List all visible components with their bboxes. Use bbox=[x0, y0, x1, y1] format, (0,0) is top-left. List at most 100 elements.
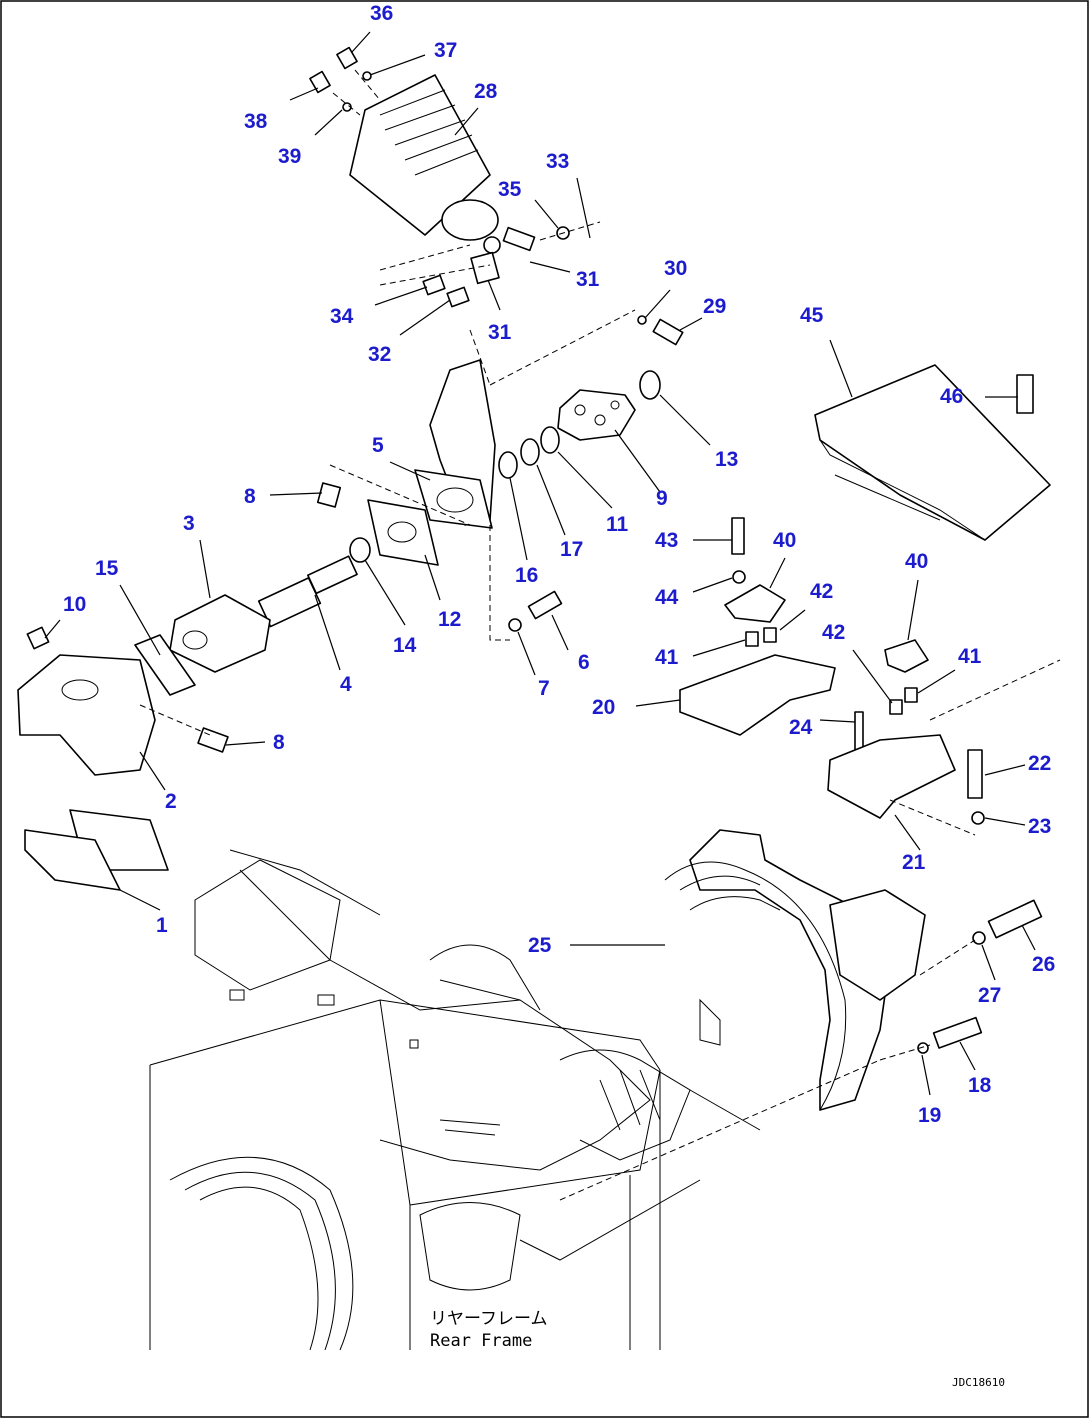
assembly-lines bbox=[139, 309, 1061, 1201]
bolt-26 bbox=[987, 899, 1043, 939]
bracket-ring-25 bbox=[664, 829, 926, 1111]
washer-23 bbox=[971, 811, 985, 825]
leader-lines bbox=[44, 31, 1036, 1096]
callout-22: 22 bbox=[1028, 752, 1051, 775]
callout-10: 10 bbox=[63, 593, 86, 616]
washer-27 bbox=[972, 931, 986, 945]
bolts-32-34 bbox=[379, 244, 491, 308]
callout-33: 33 bbox=[546, 150, 569, 173]
fitting-29-30 bbox=[637, 315, 684, 346]
bolt-43 bbox=[731, 517, 745, 555]
callout-5: 5 bbox=[372, 434, 384, 457]
callout-20: 20 bbox=[592, 696, 615, 719]
callout-42b: 42 bbox=[822, 621, 845, 644]
callout-41a: 41 bbox=[655, 646, 679, 669]
callout-7: 7 bbox=[538, 677, 550, 700]
callout-38: 38 bbox=[244, 110, 268, 133]
nut-35 bbox=[539, 221, 601, 241]
bolt-46 bbox=[1016, 374, 1034, 414]
callout-40a: 40 bbox=[773, 529, 796, 552]
brake-pads-1 bbox=[24, 809, 169, 891]
valve-40-right bbox=[884, 639, 929, 673]
callout-3: 3 bbox=[183, 512, 195, 535]
ring-16 bbox=[498, 451, 518, 479]
fitting-42-left bbox=[763, 627, 777, 643]
plate-20 bbox=[679, 654, 836, 736]
rear-frame-drawing bbox=[149, 849, 761, 1351]
washer-44 bbox=[732, 570, 746, 584]
callout-45: 45 bbox=[800, 304, 824, 327]
callout-39: 39 bbox=[278, 145, 301, 168]
shaft-4 bbox=[257, 555, 358, 628]
callouts: 1 2 3 4 5 6 7 8 8 9 10 11 12 13 14 15 16… bbox=[63, 2, 1055, 1127]
callout-17: 17 bbox=[560, 538, 583, 561]
callout-42a: 42 bbox=[810, 580, 833, 603]
control-unit-45 bbox=[814, 364, 1051, 541]
frame-label-en: Rear Frame bbox=[430, 1331, 532, 1351]
bolt-22 bbox=[967, 749, 983, 799]
callout-43: 43 bbox=[655, 529, 678, 552]
valve-9 bbox=[557, 389, 636, 441]
brake-actuator-28 bbox=[349, 74, 536, 285]
callout-11: 11 bbox=[606, 513, 629, 536]
callout-31b: 31 bbox=[488, 321, 512, 344]
ring-17 bbox=[520, 438, 540, 466]
callout-29: 29 bbox=[703, 295, 726, 318]
callout-46: 46 bbox=[940, 385, 963, 408]
callout-18: 18 bbox=[968, 1074, 992, 1097]
snap-ring-13 bbox=[639, 370, 661, 400]
callout-14: 14 bbox=[393, 634, 417, 657]
callout-8a: 8 bbox=[244, 485, 256, 508]
callout-26: 26 bbox=[1032, 953, 1055, 976]
callout-37: 37 bbox=[434, 39, 457, 62]
callout-19: 19 bbox=[918, 1104, 941, 1127]
callout-24: 24 bbox=[789, 716, 813, 739]
nut-7 bbox=[508, 618, 522, 632]
bolt-18 bbox=[932, 1016, 983, 1049]
fitting-41-left bbox=[745, 631, 759, 647]
callout-1: 1 bbox=[156, 914, 168, 937]
valve-40-left bbox=[724, 584, 786, 623]
caliper-2 bbox=[17, 654, 156, 776]
callout-30: 30 bbox=[664, 257, 687, 280]
sensor-8-upper bbox=[316, 482, 342, 508]
fitting-41-right bbox=[904, 687, 918, 703]
callout-16: 16 bbox=[515, 564, 538, 587]
callout-31a: 31 bbox=[576, 268, 600, 291]
seal-15 bbox=[134, 634, 196, 696]
callout-36: 36 bbox=[370, 2, 393, 25]
callout-23: 23 bbox=[1028, 815, 1051, 838]
drawing-code: JDC18610 bbox=[952, 1376, 1005, 1389]
callout-13: 13 bbox=[715, 448, 738, 471]
callout-27: 27 bbox=[978, 984, 1001, 1007]
callout-28: 28 bbox=[474, 80, 498, 103]
callout-8b: 8 bbox=[273, 731, 285, 754]
plate-21 bbox=[827, 734, 956, 819]
callout-25: 25 bbox=[528, 934, 552, 957]
callout-6: 6 bbox=[578, 651, 590, 674]
fitting-42-right bbox=[889, 699, 903, 715]
cover-3 bbox=[169, 594, 271, 673]
washer-19 bbox=[917, 1042, 929, 1054]
gasket-12 bbox=[367, 499, 439, 566]
bolt-6 bbox=[527, 590, 563, 620]
ring-11 bbox=[540, 426, 560, 454]
bleeder-10 bbox=[26, 626, 50, 650]
callout-41b: 41 bbox=[958, 645, 982, 668]
callout-32: 32 bbox=[368, 343, 391, 366]
callout-12: 12 bbox=[438, 608, 461, 631]
sensor-8-lower bbox=[197, 727, 229, 753]
callout-15: 15 bbox=[95, 557, 119, 580]
callout-35: 35 bbox=[498, 178, 522, 201]
callout-40b: 40 bbox=[905, 550, 928, 573]
bolts-36-39 bbox=[309, 46, 381, 116]
frame-label-jp: リヤーフレーム bbox=[430, 1309, 547, 1329]
callout-44: 44 bbox=[655, 586, 679, 609]
callout-4: 4 bbox=[340, 673, 352, 696]
ring-14 bbox=[349, 537, 371, 563]
bracket-5 bbox=[414, 359, 496, 529]
callout-21: 21 bbox=[902, 851, 926, 874]
callout-9: 9 bbox=[656, 487, 668, 510]
